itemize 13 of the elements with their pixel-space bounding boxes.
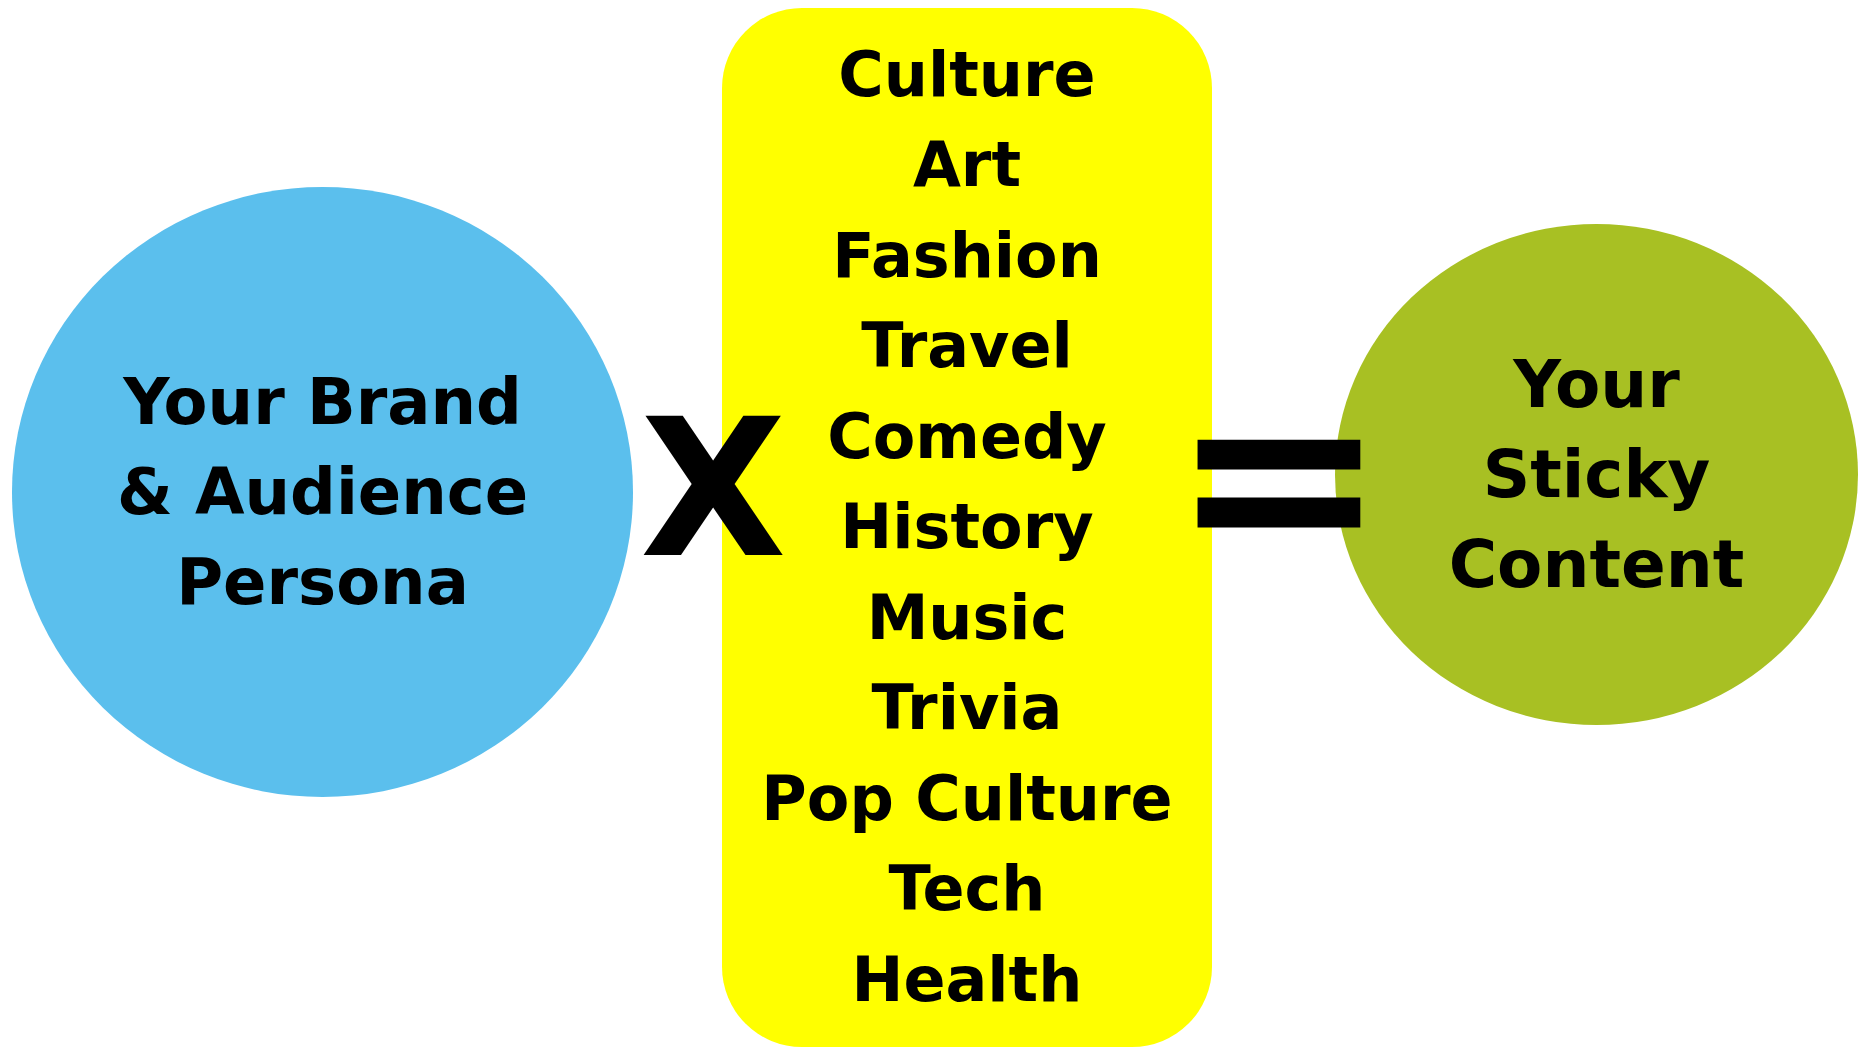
node-text: Your Brand & Audience Persona [115, 364, 530, 621]
topic-text: Pop Culture [761, 760, 1173, 837]
topic-text: Culture [838, 36, 1096, 113]
topic-text: Music [866, 579, 1068, 656]
topic-text: Health [851, 941, 1083, 1018]
topic-text: Travel [861, 308, 1073, 385]
node-text: Your Sticky Content [1447, 344, 1746, 605]
topic-text: Fashion [832, 217, 1102, 294]
topic-text: History [840, 489, 1094, 566]
topic-text: Trivia [871, 670, 1063, 747]
topic-text: Tech [888, 851, 1046, 928]
topic-text: Comedy [827, 398, 1107, 475]
topic-text: Art [912, 127, 1022, 204]
